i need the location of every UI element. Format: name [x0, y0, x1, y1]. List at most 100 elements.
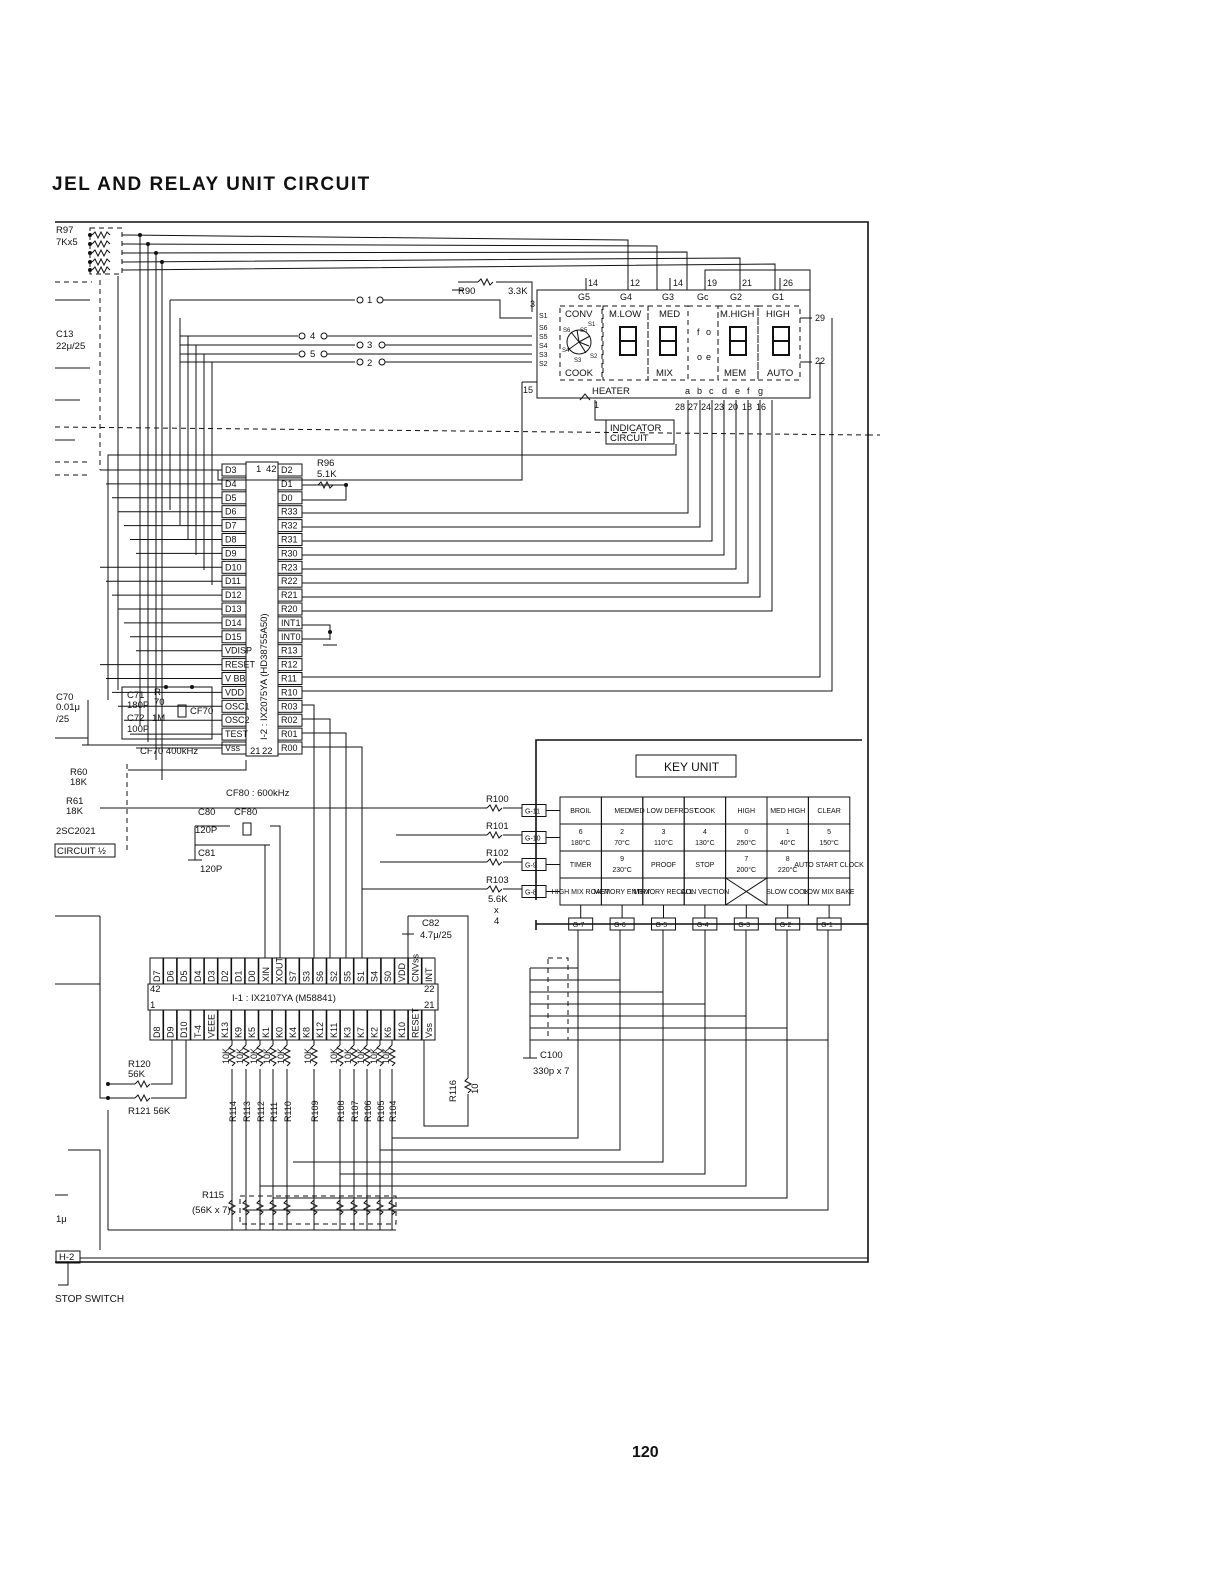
- blank-key-cross: [725, 877, 768, 906]
- r115-element: [255, 1199, 265, 1216]
- ic1-top-pin: [421, 957, 436, 985]
- k-resistor: [349, 1044, 359, 1067]
- ic2-right-pin: [277, 699, 303, 713]
- r61-label: R61: [66, 796, 83, 807]
- r115-element: [387, 1199, 397, 1216]
- ic1-top-pin-label: D2: [220, 970, 230, 982]
- ic1-top-pin: [339, 957, 354, 985]
- ic2-right-pin: [277, 658, 303, 672]
- k-resistor-value: 10K: [356, 1048, 366, 1064]
- c13-label: C13: [56, 329, 73, 340]
- ic1-bottom-pin: [217, 1009, 232, 1041]
- svg-text:G3: G3: [662, 292, 674, 302]
- ic1-bottom-pin-label: D9: [166, 1026, 176, 1038]
- ic1-bottom-pin: [326, 1009, 341, 1041]
- ic1-bottom-pin-label: K0: [274, 1027, 284, 1038]
- k-resistor-value: 10K: [303, 1048, 313, 1064]
- svg-text:S6: S6: [539, 325, 548, 332]
- ic2-right-pin-label: R01: [281, 729, 298, 739]
- r115-element: [227, 1199, 237, 1216]
- svg-text:20: 20: [728, 402, 738, 412]
- svg-text:27: 27: [688, 402, 698, 412]
- ic1-bottom-pin-label: D10: [179, 1021, 189, 1038]
- ic2-left-pin-label: VDISP: [225, 646, 252, 656]
- k-resistor-label: R109: [310, 1100, 320, 1122]
- r120-r121: R120 56K R121 56K: [99, 916, 187, 1117]
- ic1-top-pin: [353, 957, 368, 985]
- svg-text:x: x: [494, 905, 499, 916]
- ic2-right-pin: [277, 713, 303, 727]
- key-label: AUTO START CLOCK: [794, 862, 864, 869]
- k-resistor: [375, 1044, 385, 1067]
- ic2-left-pin-label: D11: [225, 576, 241, 586]
- key-label: MEMORY ENTRY: [594, 889, 651, 896]
- ic2-left-pin-label: D10: [225, 562, 242, 572]
- ic1-top-pin: [190, 957, 205, 985]
- ic1-bottom-pin: [421, 1009, 436, 1041]
- ic1-top-pin-label: D0: [247, 970, 257, 982]
- key-label: HIGH: [738, 808, 756, 815]
- svg-text:S3: S3: [574, 358, 582, 364]
- svg-text:5: 5: [310, 349, 315, 360]
- r115-element: [335, 1199, 345, 1216]
- ic1-bottom-pin-label: Vss: [424, 1022, 434, 1038]
- svg-text:G2: G2: [730, 292, 742, 302]
- ic2-left-pin-label: D14: [225, 618, 242, 628]
- key-number: 2: [620, 829, 624, 836]
- ic1-bottom-pin-label: K3: [342, 1027, 352, 1038]
- r116-resistor: R116 10: [423, 1040, 481, 1127]
- r97-label: R97: [56, 225, 73, 236]
- svg-text:21: 21: [742, 278, 752, 288]
- k-resistor-label: R107: [350, 1100, 360, 1122]
- ic2-left-pin-label: D15: [225, 632, 242, 642]
- key-label: MED: [614, 808, 630, 815]
- k-resistor-label: R105: [376, 1100, 386, 1122]
- ic1-top-pin: [380, 957, 395, 985]
- svg-text:C80: C80: [198, 807, 215, 818]
- ic2-right-pin-label: R21: [281, 590, 298, 600]
- ic2-left-pin-label: D13: [225, 604, 242, 614]
- row-tag-label: G-8: [525, 890, 537, 897]
- ic1-bottom-pin-label: K8: [302, 1027, 312, 1038]
- k-resistor-label: R104: [388, 1100, 398, 1122]
- svg-text:HIGH: HIGH: [766, 309, 790, 320]
- col-tag-label: G-1: [821, 922, 833, 929]
- svg-text:G5: G5: [578, 292, 590, 302]
- col-tag-label: G-5: [656, 922, 668, 929]
- svg-text:R100: R100: [486, 794, 509, 805]
- svg-text:S1: S1: [588, 322, 596, 328]
- svg-text:1: 1: [367, 295, 372, 306]
- r115-element: [309, 1199, 319, 1216]
- k-resistor-value: 10K: [235, 1048, 245, 1064]
- ic1-bottom-pin: [231, 1009, 246, 1041]
- display-bus-wires: [117, 233, 776, 780]
- key-number: 5: [827, 829, 831, 836]
- ic1-top-pin: [244, 957, 259, 985]
- oscillator-section: C71 180P R 70 C72 1M 100P CF70 CF70 400k…: [87, 685, 246, 757]
- c100-capacitor-bank: C100 330p x 7: [523, 957, 828, 1077]
- svg-text:Gc: Gc: [697, 292, 709, 302]
- k-resistor: [362, 1044, 372, 1067]
- transistor-label: 2SC2021: [56, 826, 96, 837]
- svg-text:29: 29: [815, 313, 825, 323]
- k-resistor-label: R110: [283, 1101, 293, 1122]
- segment-letters: a b c d e f g: [685, 386, 763, 396]
- svg-text:26: 26: [783, 278, 793, 288]
- svg-text:1: 1: [256, 464, 261, 475]
- svg-text:4: 4: [494, 916, 499, 927]
- svg-text:G1: G1: [772, 292, 784, 302]
- k-resistor-value: 10K: [262, 1048, 272, 1064]
- svg-text:21: 21: [424, 1000, 435, 1011]
- svg-text:180P: 180P: [127, 700, 149, 711]
- c13-value: 22μ/25: [56, 341, 85, 352]
- svg-text:f: f: [697, 327, 700, 337]
- svg-text:b: b: [697, 386, 702, 396]
- svg-text:M.HIGH: M.HIGH: [720, 309, 754, 320]
- svg-text:C81: C81: [198, 848, 215, 859]
- ic1-top-pin-label: D1: [234, 970, 244, 982]
- ic1-bottom-pin: [258, 1009, 273, 1041]
- r60-label: R60: [70, 767, 87, 778]
- svg-text:1: 1: [150, 1000, 155, 1011]
